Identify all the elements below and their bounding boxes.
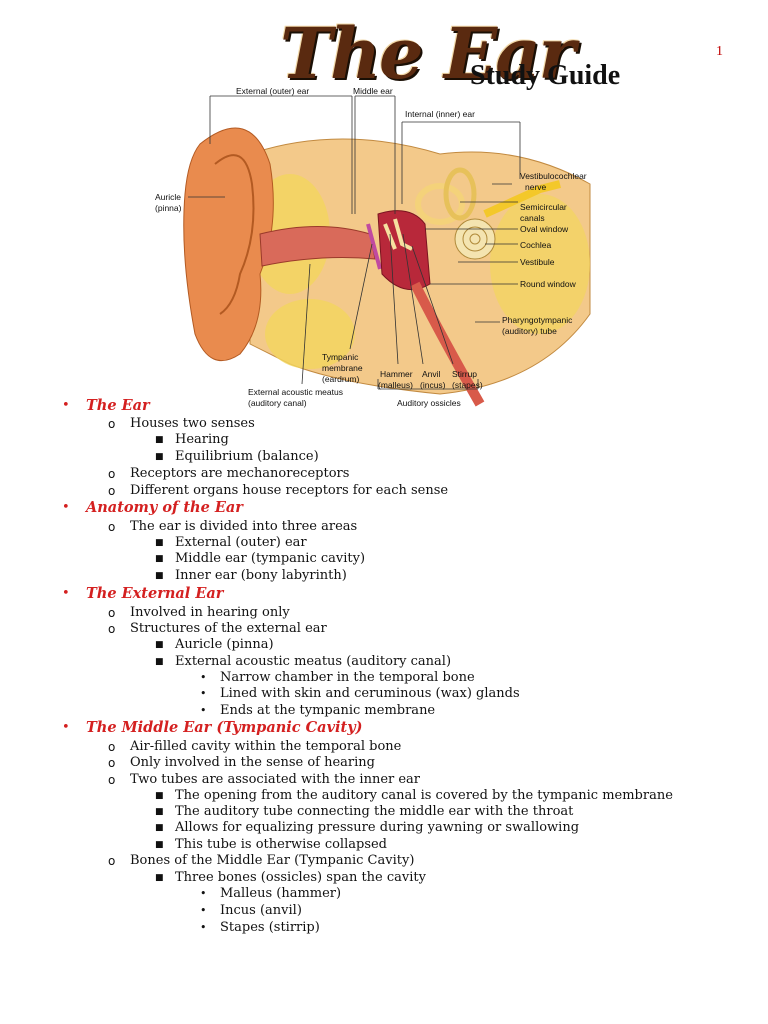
square-bullet-icon: ■ xyxy=(155,435,164,445)
label-cochlea: Cochlea xyxy=(520,240,551,250)
dot-bullet-icon: • xyxy=(200,921,207,934)
label-vestibule: Vestibule xyxy=(520,257,555,267)
square-bullet-icon: ■ xyxy=(155,640,164,650)
circle-bullet-icon: o xyxy=(108,520,116,534)
label-malleus: (malleus) xyxy=(378,380,413,390)
square-bullet-icon: ■ xyxy=(155,873,164,883)
label-stapes: (stapes) xyxy=(452,380,483,390)
bullet-icon: • xyxy=(62,720,70,735)
label-internal-ear: Internal (inner) ear xyxy=(405,109,475,119)
circle-bullet-icon: o xyxy=(108,484,116,498)
label-auditory-canal: (auditory canal) xyxy=(248,398,307,408)
circle-bullet-icon: o xyxy=(108,740,116,754)
vestibulocochlear-nerve-shape xyxy=(483,180,561,218)
label-stirrup: Stirrup xyxy=(452,369,477,379)
cochlea-shape xyxy=(454,218,496,260)
bullet-icon: • xyxy=(62,586,70,601)
square-bullet-icon: ■ xyxy=(155,657,164,667)
square-bullet-icon: ■ xyxy=(155,554,164,564)
page-number: 1 xyxy=(716,44,723,59)
title-the-ear: The Ear xyxy=(280,12,575,95)
label-external-acoustic-meatus: External acoustic meatus xyxy=(248,387,343,397)
semicircular-canals-shape xyxy=(415,183,465,225)
label-external-ear: External (outer) ear xyxy=(236,86,309,96)
dot-bullet-icon: • xyxy=(200,687,207,700)
label-anvil: Anvil xyxy=(422,369,441,379)
section-heading: Anatomy of the Ear xyxy=(86,499,243,516)
label-semicircular: Semicircular xyxy=(520,202,567,212)
square-bullet-icon: ■ xyxy=(155,791,164,801)
label-round-window: Round window xyxy=(520,279,577,289)
label-incus: (incus) xyxy=(420,380,446,390)
title-study-guide: Study Guide xyxy=(470,60,621,91)
dot-bullet-icon: • xyxy=(200,704,207,717)
auricle-shape xyxy=(183,127,274,362)
circle-bullet-icon: o xyxy=(108,854,116,868)
dot-bullet-icon: • xyxy=(200,887,207,900)
circle-bullet-icon: o xyxy=(108,467,116,481)
auditory-canal-shape xyxy=(259,226,376,267)
label-pinna: (pinna) xyxy=(155,203,182,213)
middle-ear-cavity-shape xyxy=(377,210,431,291)
label-tympanic: Tympanic xyxy=(322,352,359,362)
label-eardrum: (eardrum) xyxy=(322,374,359,384)
dot-bullet-icon: • xyxy=(200,904,207,917)
square-bullet-icon: ■ xyxy=(155,452,164,462)
label-auditory-ossicles: Auditory ossicles xyxy=(397,398,461,408)
section-heading: The External Ear xyxy=(86,585,224,602)
square-bullet-icon: ■ xyxy=(155,538,164,548)
dot-bullet-icon: • xyxy=(200,671,207,684)
label-nerve: nerve xyxy=(525,182,547,192)
label-oval-window: Oval window xyxy=(520,224,569,234)
label-membrane: membrane xyxy=(322,363,363,373)
label-vestibulocochlear: Vestibulocochlear xyxy=(520,171,587,181)
label-auditory-tube: (auditory) tube xyxy=(502,326,557,336)
square-bullet-icon: ■ xyxy=(155,840,164,850)
bullet-icon: • xyxy=(62,500,70,515)
circle-bullet-icon: o xyxy=(108,773,116,787)
label-hammer: Hammer xyxy=(380,369,413,379)
circle-bullet-icon: o xyxy=(108,622,116,636)
square-bullet-icon: ■ xyxy=(155,823,164,833)
label-canals: canals xyxy=(520,213,545,223)
section-heading: The Ear xyxy=(86,397,150,414)
square-bullet-icon: ■ xyxy=(155,807,164,817)
eardrum-shape xyxy=(366,223,382,270)
circle-bullet-icon: o xyxy=(108,606,116,620)
ear-anatomy-diagram: External (outer) ear Middle ear Internal… xyxy=(140,84,618,410)
label-middle-ear: Middle ear xyxy=(353,86,393,96)
circle-bullet-icon: o xyxy=(108,756,116,770)
bullet-icon: • xyxy=(62,398,70,413)
circle-bullet-icon: o xyxy=(108,417,116,431)
label-auricle: Auricle xyxy=(155,192,181,202)
square-bullet-icon: ■ xyxy=(155,571,164,581)
section-heading: The Middle Ear (Tympanic Cavity) xyxy=(86,719,363,736)
label-pharyngotympanic: Pharyngotympanic xyxy=(502,315,573,325)
